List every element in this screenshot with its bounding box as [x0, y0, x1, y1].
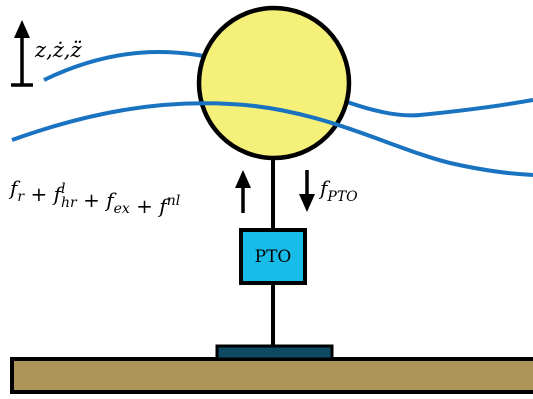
up-arrow-icon: [11, 20, 33, 87]
base-plate: [215, 344, 334, 361]
pto-label: PTO: [255, 247, 292, 267]
force-down-arrow-icon: [299, 170, 315, 212]
pto-box: [239, 228, 307, 285]
seabed: [10, 357, 533, 394]
buoy: [196, 5, 352, 161]
downward-force-label: fPTO: [318, 176, 358, 205]
force-up-arrow-icon: [235, 170, 251, 213]
wave-front: [11, 101, 533, 177]
motion-label: z,ż,z̈: [34, 38, 82, 62]
